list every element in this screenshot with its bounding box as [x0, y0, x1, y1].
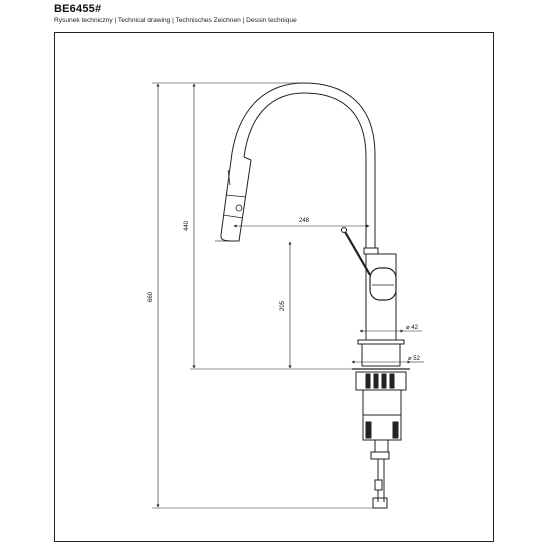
dim-body-diameter: ⌀ 42: [406, 325, 419, 331]
drawing-frame: [54, 32, 494, 542]
faucet-body: [365, 253, 397, 341]
spray-button-icon: [235, 204, 243, 212]
dim-base-diameter: ⌀ 52: [408, 356, 421, 362]
dimension-labels: 660 440 205 248 ⌀ 42 ⌀ 52: [148, 218, 421, 362]
handle-lever: [343, 229, 371, 276]
product-code: BE6455#: [54, 3, 102, 15]
cartridge-knob: [369, 267, 397, 301]
drawing-subtitle: Rysunek techniczny | Technical drawing |…: [54, 17, 297, 24]
dim-total-height: 660: [148, 291, 154, 302]
dim-reach: 248: [299, 218, 310, 224]
dimension-lines: [152, 82, 424, 509]
base-flange: [357, 339, 405, 345]
mounting-hardware: [355, 371, 407, 509]
dim-spout-height: 440: [184, 220, 190, 231]
dim-handle-height: 205: [280, 300, 286, 311]
spout-collar: [363, 247, 379, 255]
spray-head: [220, 152, 252, 242]
spout-inner: [243, 92, 367, 248]
faucet-outline: [220, 82, 410, 370]
spout-outer: [231, 82, 376, 248]
